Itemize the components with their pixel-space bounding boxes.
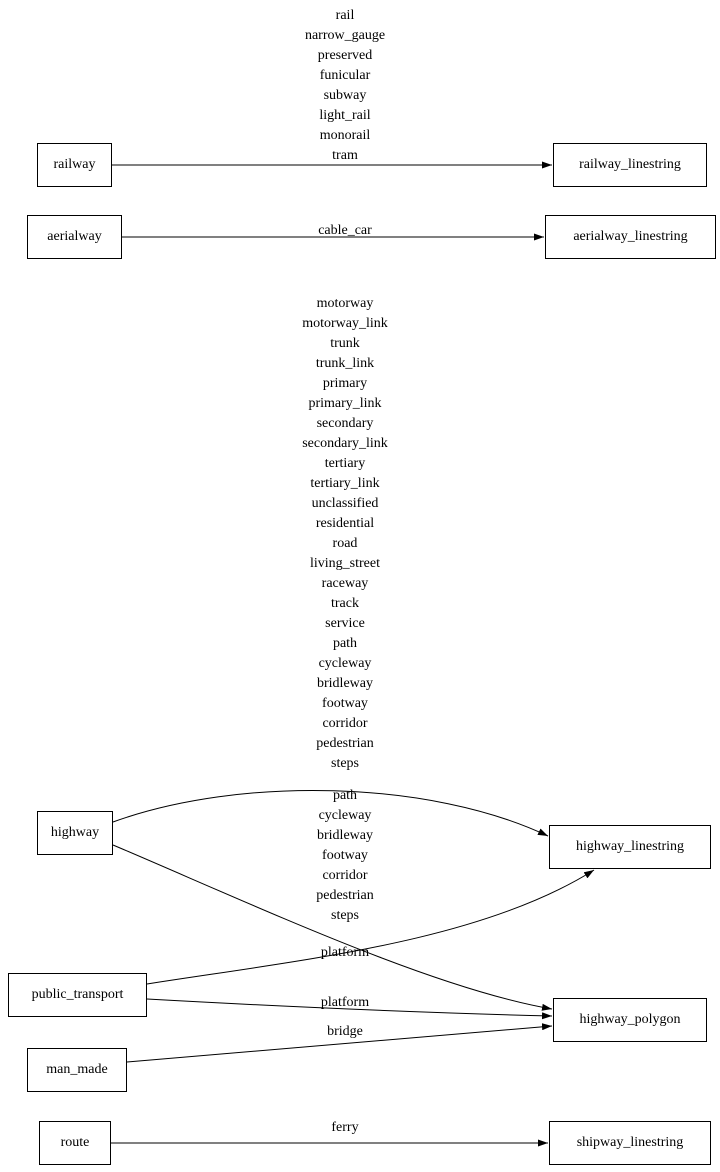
- edge-label-line: rail: [335, 8, 355, 23]
- edge-label-line: bridleway: [317, 828, 373, 843]
- node-route: route: [39, 1121, 111, 1165]
- edge-label-line: platform: [320, 995, 370, 1010]
- edge-highway-to-highway-linestring: [112, 789, 549, 837]
- node-aerialway: aerialway: [27, 215, 122, 259]
- node-shipway-linestring-label: shipway_linestring: [576, 1135, 684, 1150]
- edge-label-line: track: [331, 596, 359, 611]
- edge-label-line: corridor: [322, 716, 368, 731]
- edge-labels-railway-to-railway-linestring: rail narrow_gauge preserved funicular subway…: [195, 6, 495, 166]
- edge-label-line: trunk: [330, 336, 360, 351]
- edge-labels-aerialway-to-aerialway-linestring: cable_car: [195, 221, 495, 241]
- node-aerialway-linestring-label: aerialway_linestring: [573, 229, 688, 244]
- node-highway-label: highway: [50, 825, 100, 840]
- node-public-transport: public_transport: [8, 973, 147, 1017]
- node-man-made: man_made: [27, 1048, 127, 1092]
- edge-label-line: cable_car: [318, 223, 372, 238]
- node-railway-label: railway: [53, 157, 96, 172]
- node-public-transport-label: public_transport: [31, 987, 124, 1002]
- node-man-made-label: man_made: [46, 1062, 108, 1077]
- edge-labels-route-to-shipway-linestring: ferry: [195, 1118, 495, 1138]
- node-railway-linestring-label: railway_linestring: [579, 157, 681, 172]
- edge-label-line: pedestrian: [316, 736, 374, 751]
- edge-label-line: secondary_link: [302, 436, 388, 451]
- edge-label-line: cycleway: [318, 656, 372, 671]
- edge-public-transport-to-highway-linestring: [146, 869, 595, 985]
- edge-label-line: trunk_link: [315, 356, 375, 371]
- edge-label-line: preserved: [317, 48, 373, 63]
- edge-label-line: primary: [322, 376, 368, 391]
- node-highway: highway: [37, 811, 113, 855]
- node-highway-polygon-label: highway_polygon: [579, 1012, 681, 1027]
- edge-label-line: cycleway: [318, 808, 372, 823]
- node-route-label: route: [60, 1135, 90, 1150]
- edge-label-line: bridleway: [317, 676, 373, 691]
- edge-label-line: residential: [315, 516, 375, 531]
- edge-label-line: living_street: [310, 556, 380, 571]
- edge-labels-public-transport-to-highway-polygon: platform: [195, 993, 495, 1013]
- edge-label-line: service: [325, 616, 365, 631]
- edge-labels-man-made-to-highway-polygon: bridge: [195, 1022, 495, 1042]
- node-highway-linestring-label: highway_linestring: [575, 839, 685, 854]
- edge-label-line: funicular: [319, 68, 371, 83]
- edge-label-line: primary_link: [308, 396, 382, 411]
- edge-label-line: footway: [322, 848, 368, 863]
- edge-label-line: light_rail: [319, 108, 371, 123]
- edge-label-line: steps: [331, 756, 359, 771]
- node-aerialway-label: aerialway: [47, 229, 102, 244]
- edge-label-line: path: [332, 636, 358, 651]
- edge-label-line: pedestrian: [316, 888, 374, 903]
- edge-labels-highway-to-highway-polygon: path cycleway bridleway footway corridor pede…: [195, 786, 495, 926]
- edge-label-line: motorway: [316, 296, 374, 311]
- edge-label-line: secondary: [316, 416, 374, 431]
- edge-labels-public-transport-to-highway-linestring: platform: [195, 943, 495, 963]
- edge-label-line: subway: [323, 88, 367, 103]
- node-highway-linestring: highway_linestring: [549, 825, 711, 869]
- edge-label-line: steps: [331, 908, 359, 923]
- edge-label-line: tertiary_link: [310, 476, 380, 491]
- edge-label-line: motorway_link: [302, 316, 388, 331]
- edge-label-line: bridge: [327, 1024, 363, 1039]
- node-aerialway-linestring: aerialway_linestring: [545, 215, 716, 259]
- node-railway-linestring: railway_linestring: [553, 143, 707, 187]
- edge-label-line: monorail: [319, 128, 371, 143]
- node-railway: railway: [37, 143, 112, 187]
- edge-label-line: footway: [322, 696, 368, 711]
- edge-public-transport-to-highway-polygon: [146, 998, 553, 1020]
- edge-label-line: narrow_gauge: [304, 28, 386, 43]
- edge-label-line: tertiary: [324, 456, 366, 471]
- edge-label-line: unclassified: [311, 496, 379, 511]
- edge-label-line: path: [332, 788, 358, 803]
- edge-label-line: platform: [320, 945, 370, 960]
- node-shipway-linestring: shipway_linestring: [549, 1121, 711, 1165]
- node-highway-polygon: highway_polygon: [553, 998, 707, 1042]
- edge-label-line: road: [332, 536, 358, 551]
- edge-label-line: corridor: [322, 868, 368, 883]
- edge-highway-to-highway-polygon: [112, 844, 553, 1011]
- edge-label-line: tram: [332, 148, 358, 163]
- edge-label-line: ferry: [331, 1120, 359, 1135]
- edge-label-line: raceway: [321, 576, 369, 591]
